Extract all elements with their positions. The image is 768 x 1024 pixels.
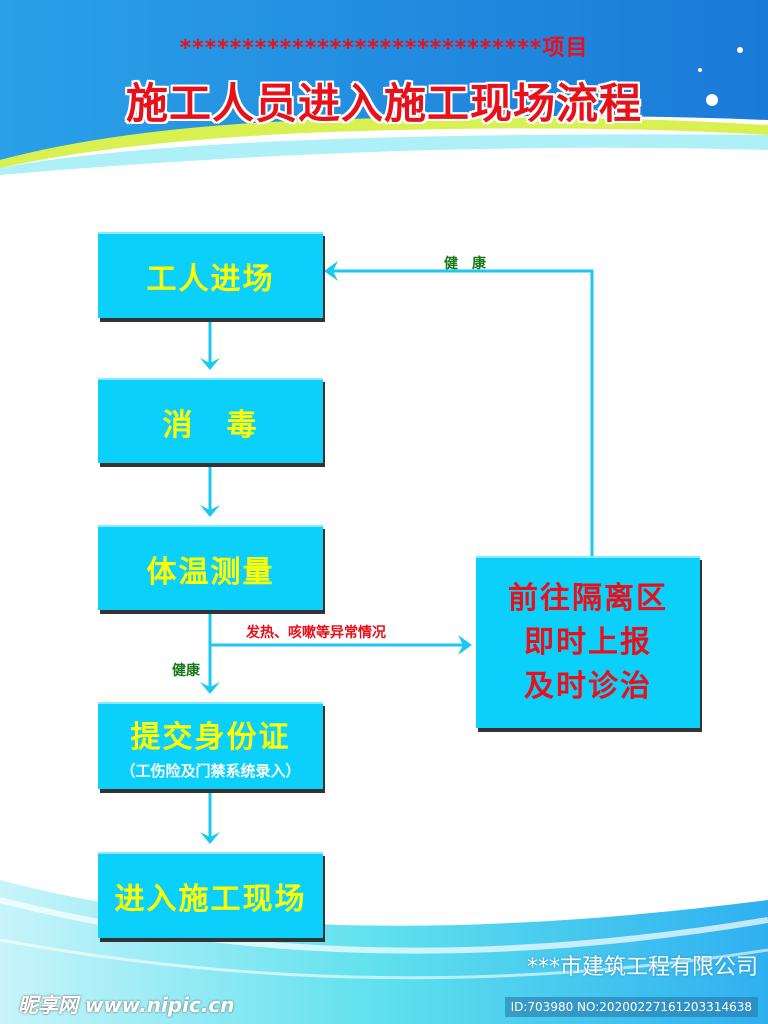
isolation-line: 即时上报 [524,625,652,660]
step-workers-enter: 工人进场 [98,232,323,318]
step-temperature: 体温测量 [98,525,323,610]
step-label: 体温测量 [146,554,275,590]
page-title: 施工人员进入施工现场流程 [125,79,642,128]
watermark-id: ID:703980 NO:20200227161203314638 [504,997,758,1017]
step-disinfect: 消 毒 [98,378,323,463]
label-abnormal: 发热、咳嗽等异常情况 [246,625,386,641]
step-label: 工人进场 [146,262,275,297]
project-subtitle: *****************************项目 [179,36,589,61]
label-healthy: 健康 [172,663,200,679]
watermark: 昵享网 www.nipic.cn [18,993,235,1017]
arrows [208,269,594,842]
isolation-box: 前往隔离区 即时上报 及时诊治 [476,556,700,728]
label-return-healthy: 健 康 [444,256,486,272]
company-name: ***市建筑工程有限公司 [526,955,758,980]
step-label: 进入施工现场 [114,882,307,917]
isolation-line: 及时诊治 [524,669,652,704]
step-submit-id: 提交身份证 （工伤险及门禁系统录入） [98,702,323,789]
isolation-line: 前往隔离区 [508,581,668,616]
step-label: 提交身份证 [130,720,291,755]
step-enter-site: 进入施工现场 [98,852,323,938]
step-label: 消 毒 [162,407,259,443]
step-note: （工伤险及门禁系统录入） [120,762,301,780]
